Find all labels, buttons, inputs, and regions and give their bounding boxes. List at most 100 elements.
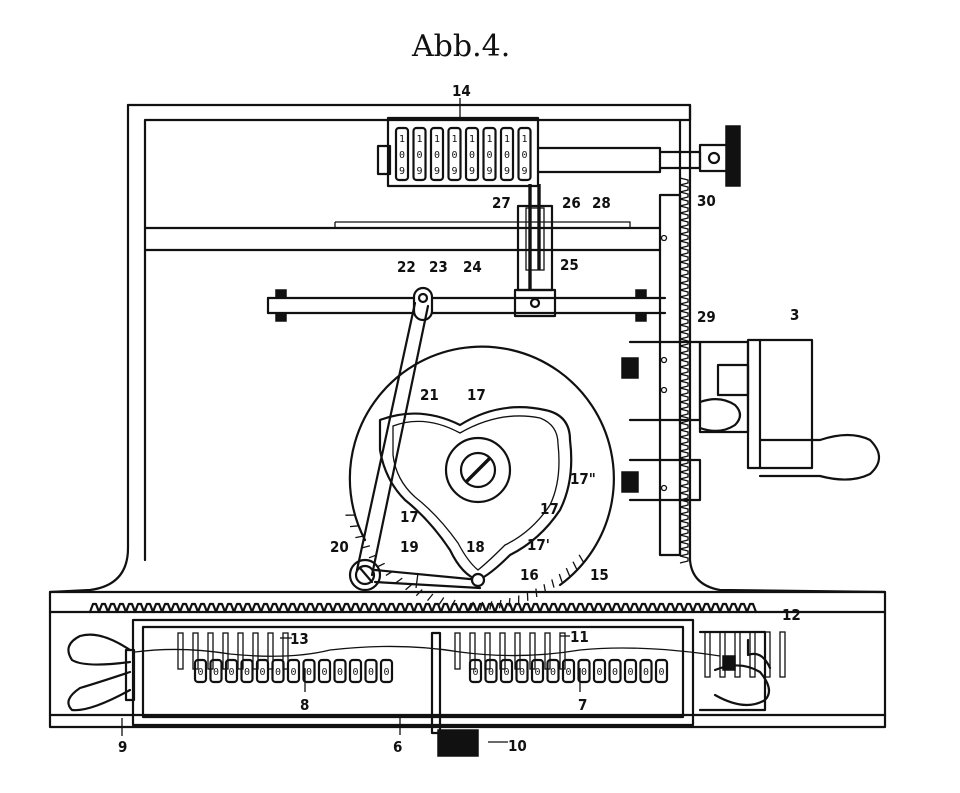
digit-wheel [364,658,378,684]
disc-tooth [551,579,555,588]
label-9: 9 [118,738,127,756]
counter-wheel [464,126,480,182]
digit-wheel [240,658,254,684]
setting-pin [544,632,551,670]
label-11: 11 [570,628,589,646]
label-8: 8 [300,696,309,714]
horizontal-rack-teeth [88,602,758,614]
setting-pin [237,632,244,670]
label-28: 28 [592,194,611,212]
label-7: 7 [578,696,587,714]
pin-12 [719,631,726,678]
counter-digit-bottom: 9 [399,166,405,177]
label-26: 26 [562,194,581,212]
digit-wheel-digit: 0 [581,667,587,678]
crank-handle [621,338,881,502]
disc-tooth [489,601,493,610]
counter-digit-mid: 0 [452,150,458,161]
label-21: 21 [420,386,439,404]
setting-pin [282,632,289,670]
counter-wheel [412,126,427,182]
rack-tooth [679,191,689,200]
rack-tooth [679,359,689,368]
counter-wheel [499,126,515,182]
disc-tooth [572,561,578,570]
setting-pin [267,632,274,670]
digit-wheel [499,658,514,684]
disc-tooth [565,567,571,577]
disc-tooth [558,573,563,583]
counter-digit-top: 1 [522,134,528,145]
slider-assembly [513,184,557,318]
disc-tooth [349,525,359,528]
rack-tooth [679,317,689,326]
counter-digit-bottom: 9 [417,166,423,177]
rack-tooth [679,541,689,550]
rack-tooth [679,464,689,473]
pins-12 [704,631,786,678]
label-20: 20 [330,538,349,556]
counter-digit-top: 1 [452,134,458,145]
digit-wheel-digit: 0 [306,667,312,678]
counter-digit-bottom: 9 [522,166,528,177]
rack-tooth [679,296,689,305]
disc-tooth [426,593,434,602]
rack-tooth [679,261,689,270]
digit-wheel [515,658,529,684]
digit-wheel-digit: 0 [473,667,479,678]
rack-tooth [679,303,689,312]
disc-tooth [355,535,364,539]
digit-wheel-digit: 0 [368,667,374,678]
digit-wheel [608,658,622,684]
big-disc [345,345,615,611]
rack-tooth [679,282,689,291]
rack-tooth [679,205,689,214]
digit-wheel-digit: 0 [612,667,618,678]
rack-teeth-line [88,602,758,614]
right-pins [454,632,566,670]
left-wing-nut [67,633,136,712]
counter-wheel [482,126,497,182]
rack-tooth [679,254,689,263]
label-12: 12 [782,606,801,624]
rack-tooth [679,555,689,564]
setting-pin [207,632,214,670]
labels: 14 27 26 28 30 22 23 24 25 29 3 21 17 17… [118,82,801,756]
label-30: 30 [697,192,716,210]
label-3: 3 [790,306,799,324]
counter-digit-top: 1 [434,134,440,145]
rack-tooth [679,422,689,431]
counter-digit-mid: 0 [417,150,423,161]
digit-wheel [639,658,653,684]
digit-wheel-digit: 0 [291,667,297,678]
digit-wheel-digit: 0 [535,667,541,678]
horizontal-rack [48,590,887,729]
digit-wheel [302,658,316,684]
digit-wheel [317,658,332,684]
shaft-24 [266,286,667,322]
setting-pin [454,632,461,670]
rack-tooth [679,289,689,298]
setting-pin [192,632,199,670]
digit-wheel-digit: 0 [504,667,510,678]
digit-wheel [654,658,669,684]
digit-wheel-digit: 0 [566,667,572,678]
label-14: 14 [452,82,471,100]
rack-tooth [679,219,689,228]
rack-tooth [679,233,689,242]
setting-pin [529,632,536,670]
digit-wheel [484,658,498,684]
digit-wheel [379,658,394,684]
digit-wheel-digit: 0 [260,667,266,678]
rack-tooth [679,331,689,340]
rack-tooth [679,380,689,389]
label-22: 22 [397,258,416,276]
digit-wheel-digit: 0 [488,667,494,678]
digit-wheel [530,658,545,684]
rack-tooth [679,177,689,186]
